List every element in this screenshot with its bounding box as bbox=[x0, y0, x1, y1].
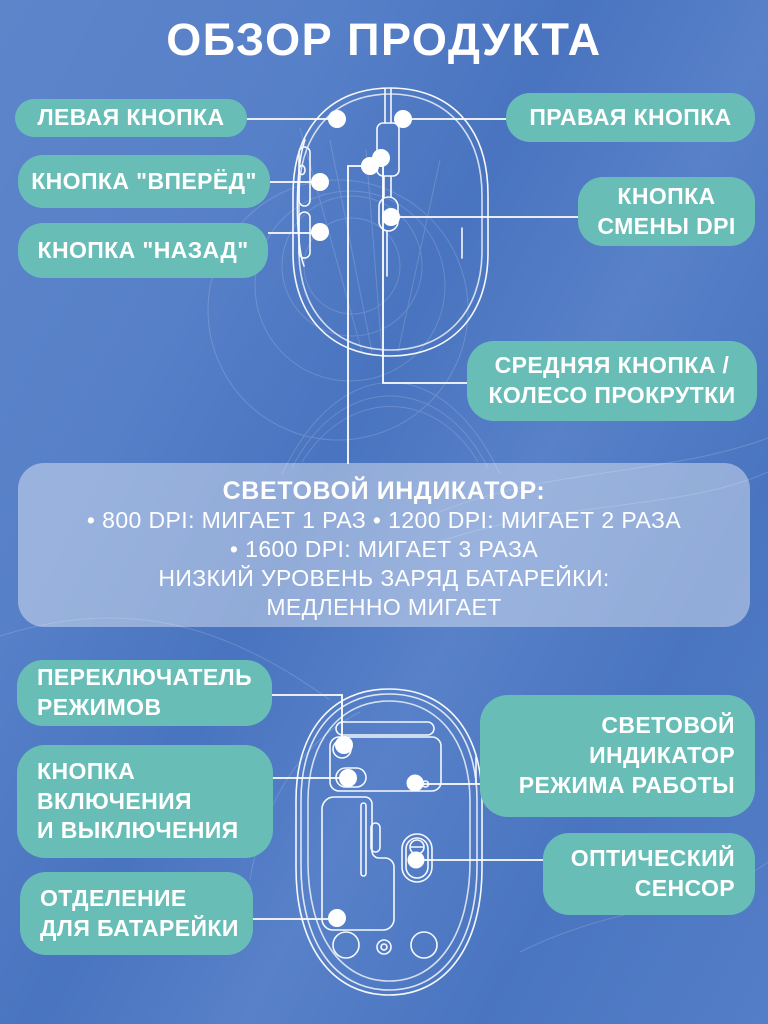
screw-outer bbox=[376, 939, 392, 955]
side-button-detail bbox=[298, 164, 306, 176]
upper-panel bbox=[329, 736, 442, 792]
light-indicator-panel: СВЕТОВОЙ ИНДИКАТОР: • 800 DPI: МИГАЕТ 1 … bbox=[18, 463, 750, 627]
line-middle-button bbox=[382, 162, 467, 384]
screw-inner bbox=[380, 943, 388, 951]
mouse-bottom-inner-outline bbox=[307, 700, 471, 982]
callout-lines bbox=[247, 118, 578, 920]
dot-dpi-button bbox=[382, 208, 400, 226]
back-side-button bbox=[298, 211, 311, 259]
mouse-bottom-outline bbox=[295, 688, 483, 996]
dot-optical-sensor bbox=[407, 851, 425, 869]
indicator-line-dpi-800-1200: • 800 DPI: МИГАЕТ 1 РАЗ • 1200 DPI: МИГА… bbox=[86, 507, 682, 533]
battery-latch bbox=[370, 822, 381, 853]
dot-light-indicator bbox=[361, 157, 379, 175]
line-mode-switch bbox=[266, 694, 343, 745]
dot-forward-button bbox=[311, 173, 329, 191]
dot-left-button bbox=[328, 110, 346, 128]
indicator-line-dpi-1600: • 1600 DPI: МИГАЕТ 3 РАЗА bbox=[229, 536, 539, 562]
dot-mode-switch bbox=[335, 736, 353, 754]
mouse-top-outline bbox=[292, 87, 489, 357]
dot-battery bbox=[328, 909, 346, 927]
sensor-outer bbox=[401, 833, 433, 883]
background-decor bbox=[0, 127, 768, 953]
indicator-line-low-battery: НИЗКИЙ УРОВЕНЬ ЗАРЯД БАТАРЕЙКИ: bbox=[158, 565, 610, 591]
callout-middle-button: СРЕДНЯЯ КНОПКА / КОЛЕСО ПРОКРУТКИ bbox=[467, 341, 757, 421]
callout-back-button: КНОПКА "НАЗАД" bbox=[18, 223, 268, 278]
callout-left-button: ЛЕВАЯ КНОПКА bbox=[15, 99, 247, 137]
callout-right-button: ПРАВАЯ КНОПКА bbox=[506, 93, 755, 142]
sensor-inner bbox=[405, 837, 429, 879]
indicator-line-slow-blink: МЕДЛЕННО МИГАЕТ bbox=[266, 594, 502, 620]
light-indicator-heading: СВЕТОВОЙ ИНДИКАТОР: bbox=[222, 477, 546, 505]
callout-battery-compartment: ОТДЕЛЕНИЕ ДЛЯ БАТАРЕЙКИ bbox=[20, 872, 253, 955]
page-title: ОБЗОР ПРОДУКТА bbox=[166, 14, 602, 65]
mouse-top-drawing bbox=[292, 87, 489, 357]
callout-dots bbox=[311, 110, 425, 927]
callout-optical-sensor: ОПТИЧЕСКИЙ СЕНСОР bbox=[543, 833, 755, 915]
top-slot bbox=[335, 721, 435, 736]
callout-mode-switch: ПЕРЕКЛЮЧАТЕЛЬ РЕЖИМОВ bbox=[17, 660, 272, 726]
mouse-bottom-mid-outline bbox=[300, 693, 478, 991]
callout-dpi-button: КНОПКА СМЕНЫ DPI bbox=[578, 177, 755, 246]
foot-left bbox=[332, 931, 360, 959]
battery-door-slot bbox=[360, 802, 367, 877]
dot-back-button bbox=[311, 223, 329, 241]
callout-power-button: КНОПКА ВКЛЮЧЕНИЯ И ВЫКЛЮЧЕНИЯ bbox=[17, 745, 273, 858]
mouse-bottom-drawing bbox=[295, 688, 483, 996]
dot-mode-indicator bbox=[406, 774, 424, 792]
dot-power-button bbox=[339, 769, 357, 787]
callout-forward-button: КНОПКА "ВПЕРЁД" bbox=[18, 155, 270, 208]
callout-mode-indicator: СВЕТОВОЙ ИНДИКАТОР РЕЖИМА РАБОТЫ bbox=[480, 695, 755, 817]
scroll-wheel-slot bbox=[376, 122, 400, 177]
dot-right-button bbox=[394, 110, 412, 128]
forward-side-button bbox=[298, 146, 311, 207]
mouse-top-inner-outline bbox=[298, 93, 483, 351]
foot-right bbox=[410, 931, 438, 959]
